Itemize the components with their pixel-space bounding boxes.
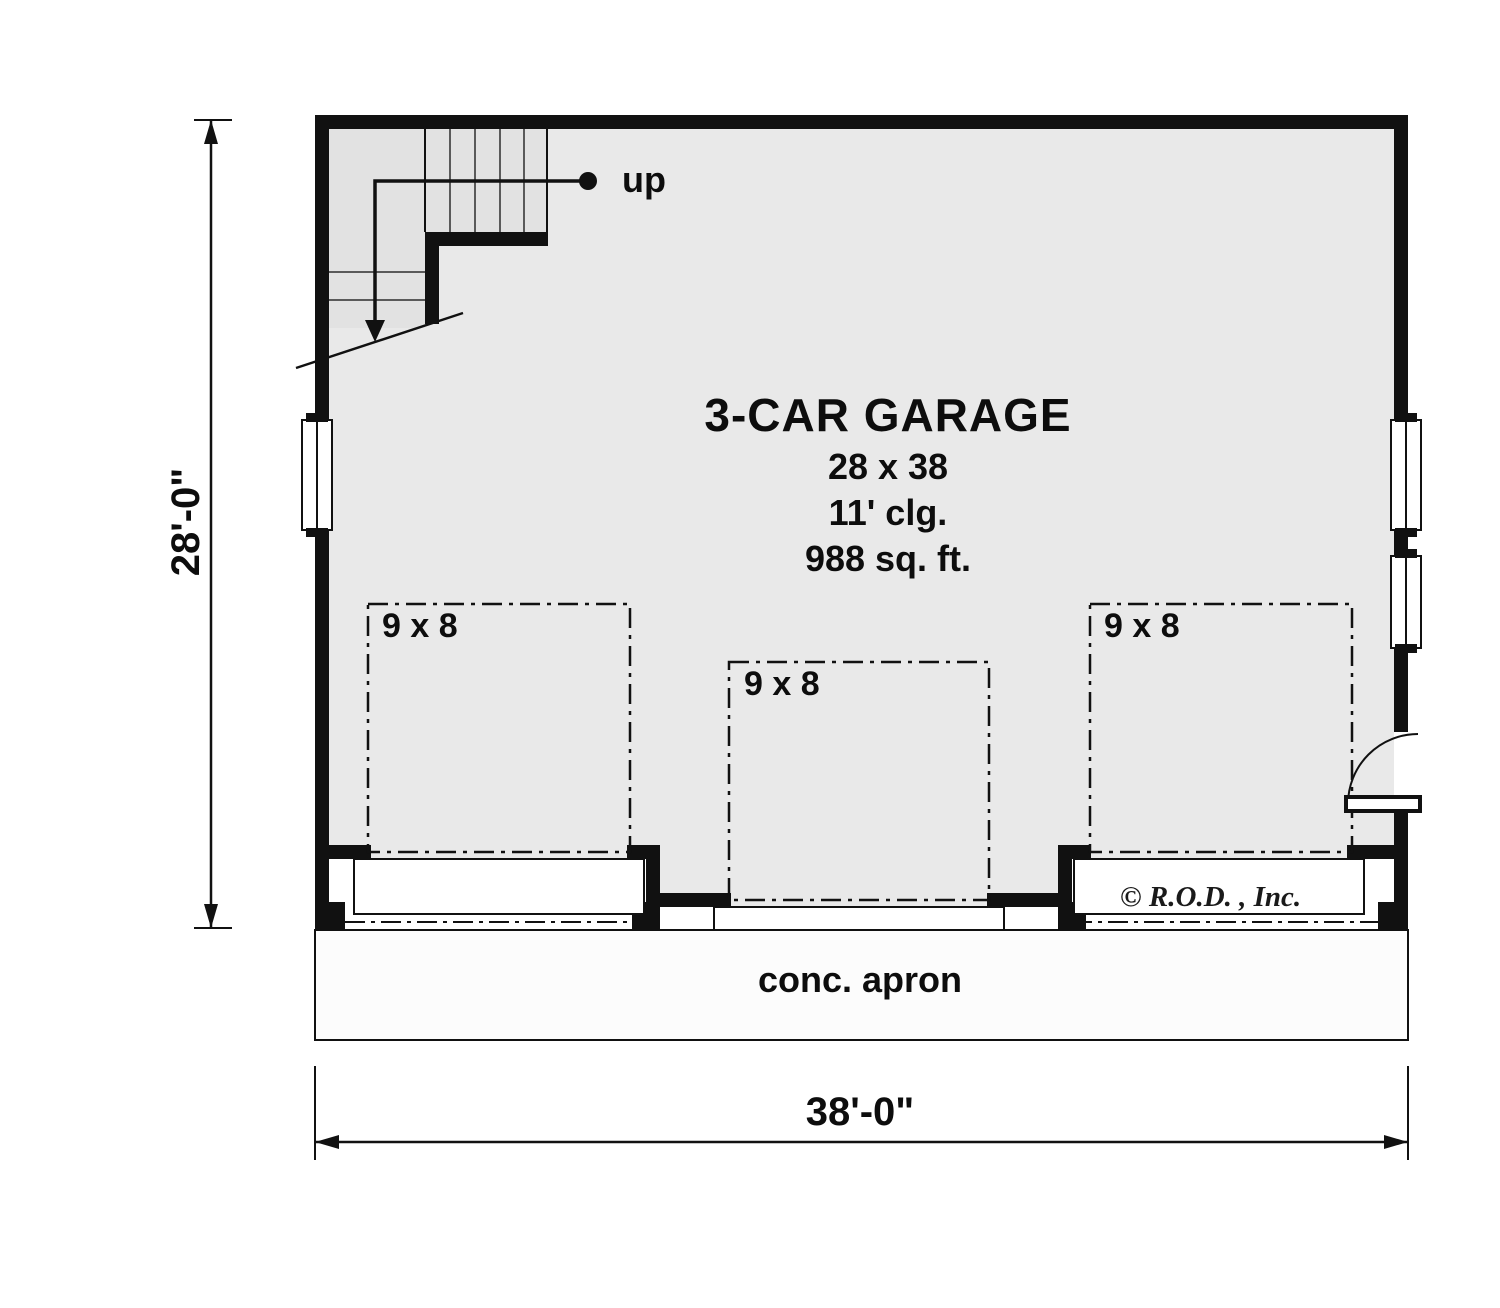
wall-corner-block-right <box>1378 902 1408 930</box>
garage-door-panel-2 <box>713 906 1005 931</box>
stair-wall-vertical <box>425 232 439 324</box>
stairs-up-label: up <box>622 159 666 200</box>
dimension-bottom-label: 38'-0" <box>805 1090 915 1134</box>
stair-lower-flight <box>329 232 425 328</box>
garage-door-tracks <box>366 602 1354 902</box>
window-right-upper <box>1390 413 1422 537</box>
wall-bay2-jamb-left <box>660 893 731 907</box>
arrowhead-up-icon <box>204 120 218 144</box>
entry-door <box>1344 732 1422 813</box>
stair-up-path <box>373 179 588 322</box>
stair-path-start-dot <box>579 172 597 190</box>
window-left <box>301 413 333 537</box>
arrowhead-down-icon <box>204 904 218 928</box>
garage-door-1-label: 9 x 8 <box>382 607 458 645</box>
stair-direction-arrow-icon <box>365 320 385 342</box>
garage-door-recesses <box>353 858 1365 931</box>
wall-bottom-seg-3 <box>1058 845 1091 859</box>
wall-corner-block-left <box>315 902 345 930</box>
wall-bay2-jamb-right <box>987 893 1058 907</box>
garage-door-panel-3 <box>1073 858 1365 915</box>
wall-bottom-seg-4 <box>1347 845 1394 859</box>
door-opening <box>1394 732 1408 804</box>
door-leaf <box>1344 795 1422 813</box>
arrowhead-right-icon <box>1384 1135 1408 1149</box>
walls <box>315 115 1408 930</box>
dimension-left-label: 28'-0" <box>164 467 208 577</box>
garage-door-panel-1 <box>353 858 645 915</box>
room-title: 3-CAR GARAGE <box>704 389 1072 441</box>
door-track-2 <box>727 660 991 902</box>
concrete-apron <box>314 929 1409 1041</box>
stair-wall-horizontal <box>425 232 548 246</box>
wall-bottom-seg-1 <box>329 845 371 859</box>
dimension-line-bottom <box>314 1066 1409 1160</box>
garage-floor <box>329 129 1394 859</box>
room-ceiling-label: 11' clg. <box>828 492 948 533</box>
garage-door-3-label: 9 x 8 <box>1104 607 1180 645</box>
copyright-text: © R.O.D. , Inc. <box>1120 881 1302 913</box>
window-right-lower <box>1390 549 1422 653</box>
door-track-3 <box>1088 602 1354 854</box>
wall-top <box>315 115 1408 129</box>
door-swing-arc <box>1347 733 1419 805</box>
windows <box>301 413 1422 653</box>
arrowhead-left-icon <box>315 1135 339 1149</box>
stairs <box>295 129 597 370</box>
garage-door-2-label: 9 x 8 <box>744 665 820 703</box>
room-area-label: 988 sq. ft. <box>804 538 972 579</box>
door-track-1 <box>366 602 632 854</box>
room-size-label: 28 x 38 <box>827 446 949 487</box>
apron-outline <box>314 929 1409 1041</box>
garage-room <box>329 129 1394 907</box>
apron-label: conc. apron <box>757 959 963 1000</box>
dimension-line-left <box>194 119 232 929</box>
